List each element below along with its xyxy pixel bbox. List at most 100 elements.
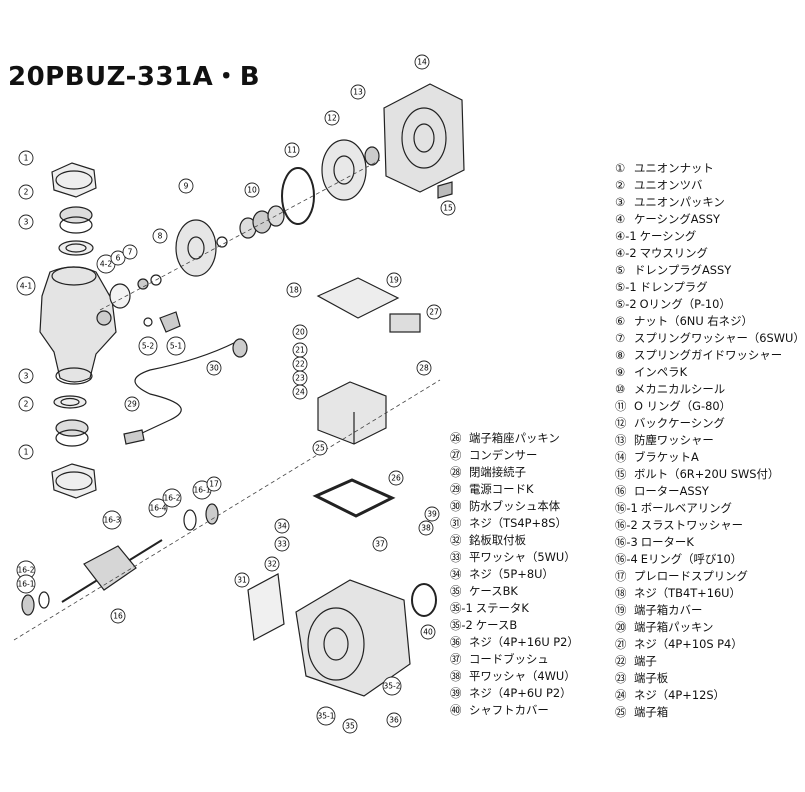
- callout-25: 25: [312, 440, 328, 456]
- callout-14: 14: [414, 54, 430, 70]
- callout-38: 38: [418, 520, 434, 536]
- callout-32: 32: [264, 556, 280, 572]
- legend-item-number: ㊱: [450, 635, 462, 649]
- legend-item-number: ⑫: [615, 416, 627, 430]
- callout-label: 40: [423, 628, 433, 637]
- legend-item-number: ⑬: [615, 433, 627, 447]
- callout-label: 17: [209, 480, 219, 489]
- callout-22: 22: [292, 356, 308, 372]
- callout-24: 24: [292, 384, 308, 400]
- legend-item-name: スプリングワッシャー（6SWU）: [634, 331, 805, 345]
- callout-label: 34: [277, 522, 287, 531]
- callout-16-1: 16-1: [16, 574, 36, 594]
- legend-item-number: ⑨: [615, 365, 626, 379]
- legend-item-name: コードブッシュ: [469, 652, 549, 666]
- callout-label: 3: [24, 372, 29, 381]
- page-title: 20PBUZ-331A・B: [8, 62, 261, 92]
- callout-label: 21: [295, 346, 305, 355]
- legend-item: ⑧ スプリングガイドワッシャー: [615, 347, 805, 364]
- legend-item-number: ㉚: [450, 499, 462, 513]
- legend-item-name: ネジ（TS4P+8S）: [469, 516, 567, 530]
- legend-item-number: ⑳: [615, 620, 627, 634]
- legend-item-name: スプリングガイドワッシャー: [634, 348, 783, 362]
- legend-item: ⑫ バックケーシング: [615, 415, 805, 432]
- union-nut-top-part: [51, 162, 97, 198]
- legend-item-name: Oリング（P-10）: [639, 297, 731, 311]
- legend-item-name: ネジ（5P+8U）: [469, 567, 554, 581]
- callout-label: 9: [184, 182, 189, 191]
- casing-part: [39, 266, 117, 385]
- legend-item-name: 銘板取付板: [469, 533, 526, 547]
- legend-item-name: ドレンプラグ: [639, 280, 708, 294]
- callout-36: 36: [386, 712, 402, 728]
- callout-5-2: 5-2: [138, 336, 158, 356]
- union-nut-bottom-part: [51, 463, 97, 499]
- legend-item-name: 平ワッシャ（5WU）: [469, 550, 576, 564]
- callout-label: 29: [127, 400, 137, 409]
- legend-item-name: ネジ（4P+12S）: [634, 688, 725, 702]
- legend-item-name: ボールベアリング: [640, 501, 732, 515]
- terminal-box-seat-packing-part: [312, 478, 396, 518]
- callout-label: 31: [237, 576, 247, 585]
- callout-21: 21: [292, 342, 308, 358]
- legend-item-name: 端子板: [634, 671, 669, 685]
- legend-item-number: ㊲: [450, 652, 462, 666]
- mechanical-seal-part: [239, 205, 285, 239]
- legend-item-number: ⑥: [615, 314, 626, 328]
- spring-washer-7-part: [150, 274, 162, 286]
- callout-20: 20: [292, 324, 308, 340]
- callout-label: 35: [345, 722, 355, 731]
- legend-item-name: ケースB: [475, 618, 518, 632]
- legend-item-number: ⑧: [615, 348, 626, 362]
- legend-item-name: バックケーシング: [634, 416, 725, 430]
- back-casing-part: [321, 139, 367, 201]
- legend-item-name: ユニオンパッキン: [634, 195, 725, 209]
- motor-case-part: [295, 579, 411, 697]
- legend-item-number: ⑪: [615, 399, 627, 413]
- callout-35-2: 35-2: [382, 676, 402, 696]
- callout-label: 33: [277, 540, 287, 549]
- legend-item-number: ㉟: [450, 584, 462, 598]
- callout-16-3: 16-3: [102, 510, 122, 530]
- callout-8: 8: [152, 228, 168, 244]
- legend-item-number: ㉓: [615, 671, 627, 685]
- callout-label: 8: [158, 232, 163, 241]
- union-flange-bottom-part: [55, 419, 89, 447]
- callout-label: 16-1: [17, 580, 34, 589]
- callout-16: 16: [110, 608, 126, 624]
- legend-item-number: ㊳: [450, 669, 462, 683]
- callout-label: 14: [417, 58, 427, 67]
- legend-item-name: ケースBK: [469, 584, 518, 598]
- legend-item-name: メカニカルシール: [634, 382, 726, 396]
- callout-16-4: 16-4: [148, 498, 168, 518]
- callout-label: 12: [327, 114, 337, 123]
- legend-item-name: シャフトカバー: [469, 703, 549, 717]
- terminal-box-part: [317, 381, 387, 445]
- callout-label: 39: [427, 510, 437, 519]
- callout-7: 7: [122, 244, 138, 260]
- legend-item-number: ㊴: [450, 686, 462, 700]
- callout-31: 31: [234, 572, 250, 588]
- callout-label: 16-2: [163, 494, 180, 503]
- legend-item-name: ユニオンナット: [634, 161, 714, 175]
- callout-label: 10: [247, 186, 257, 195]
- legend-item-number: ⑯-4: [615, 552, 638, 566]
- legend-item-number: ⑤-1: [615, 280, 637, 294]
